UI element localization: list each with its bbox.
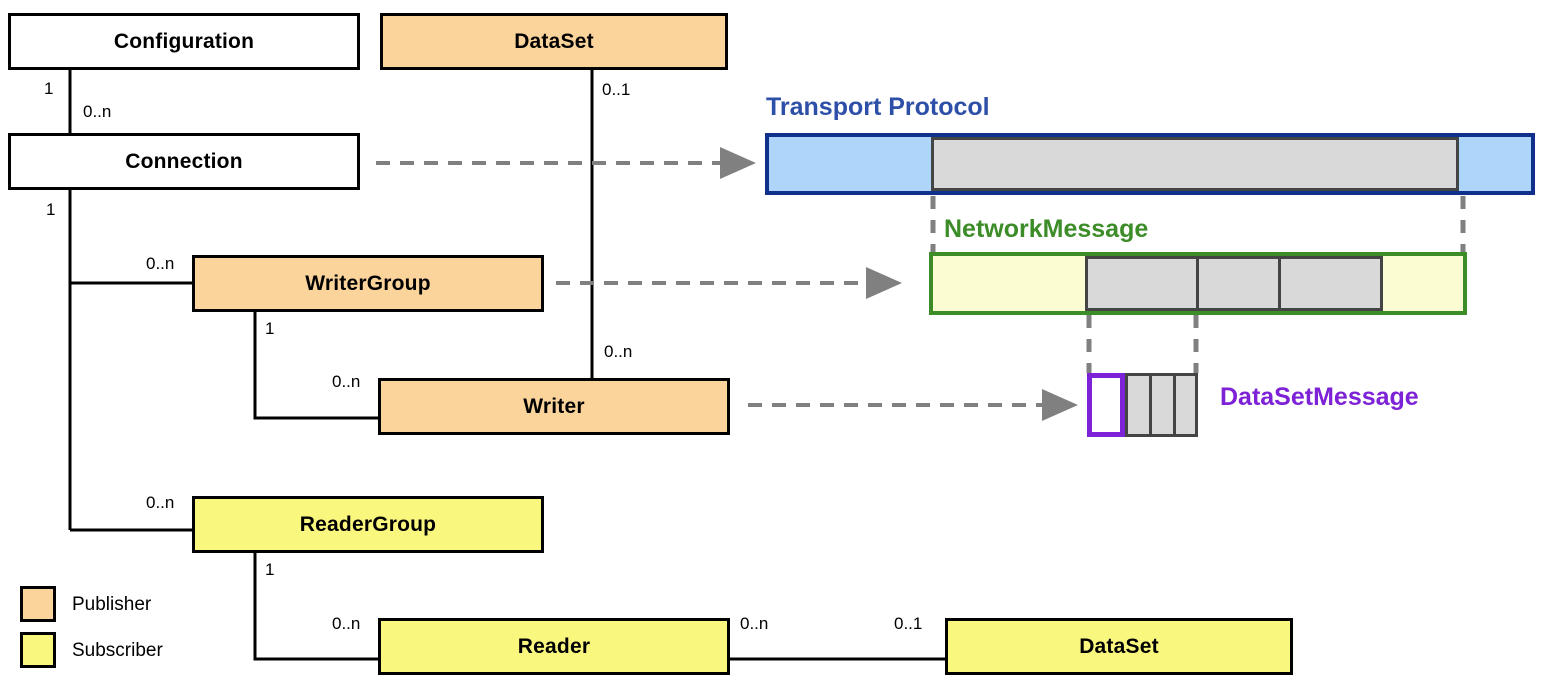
multiplicity-writergroup-writer: 0..n	[332, 372, 361, 391]
transport-protocol-title: Transport Protocol	[766, 93, 990, 121]
multiplicity-configuration-end: 1	[44, 79, 54, 98]
class-label-writergroup: WriterGroup	[305, 271, 431, 295]
class-box-readergroup[interactable]: ReaderGroup	[192, 496, 544, 553]
network-message-title: NetworkMessage	[944, 215, 1149, 243]
class-label-configuration: Configuration	[113, 29, 255, 53]
dataset-message-title: DataSetMessage	[1220, 383, 1419, 411]
multiplicity-connection-source: 1	[46, 200, 56, 219]
networkmessage-datasetmessage-1	[1085, 256, 1196, 311]
transport-header-segment	[769, 137, 931, 191]
class-label-readergroup: ReaderGroup	[299, 512, 437, 536]
multiplicity-connection-end: 0..n	[83, 102, 112, 121]
multiplicity-writergroup-source: 1	[265, 319, 275, 338]
datasetmessage-header-segment	[1087, 373, 1125, 437]
class-box-connection[interactable]: Connection	[8, 133, 360, 190]
class-box-dataset-top[interactable]: DataSet	[380, 13, 728, 70]
multiplicity-dataset-end: 0..1	[602, 80, 631, 99]
class-box-writergroup[interactable]: WriterGroup	[192, 255, 544, 312]
class-label-writer: Writer	[523, 394, 585, 418]
legend-label-publisher: Publisher	[72, 594, 152, 615]
class-label-dataset-bottom: DataSet	[1079, 634, 1159, 658]
class-label-dataset-top: DataSet	[514, 29, 594, 53]
class-box-dataset-bottom[interactable]: DataSet	[945, 618, 1293, 675]
networkmessage-datasetmessage-3	[1278, 256, 1383, 311]
datasetmessage-field-3	[1173, 373, 1198, 437]
network-message-bar[interactable]	[929, 252, 1467, 315]
networkmessage-header-segment	[933, 256, 1085, 311]
multiplicity-readergroup-reader: 0..n	[332, 614, 361, 633]
transport-trailer-segment	[1459, 137, 1531, 191]
multiplicity-readergroup-source: 1	[265, 560, 275, 579]
class-box-configuration[interactable]: Configuration	[8, 13, 360, 70]
datasetmessage-field-1	[1125, 373, 1149, 437]
multiplicity-reader-dataset-source: 0..n	[740, 614, 769, 633]
class-box-writer[interactable]: Writer	[378, 378, 730, 435]
networkmessage-trailer-segment	[1383, 256, 1463, 311]
transport-protocol-bar[interactable]	[765, 133, 1535, 195]
multiplicity-reader-dataset-target: 0..1	[894, 614, 923, 633]
multiplicity-connection-readergroup: 0..n	[146, 493, 175, 512]
transport-payload-segment	[931, 137, 1459, 191]
legend-label-subscriber: Subscriber	[72, 640, 163, 661]
multiplicity-writer-dataset-end: 0..n	[604, 342, 633, 361]
legend-swatch-publisher	[20, 586, 56, 622]
datasetmessage-field-2	[1149, 373, 1173, 437]
multiplicity-connection-writergroup: 0..n	[146, 254, 175, 273]
class-label-reader: Reader	[517, 634, 591, 658]
class-label-connection: Connection	[125, 149, 243, 173]
legend-swatch-subscriber	[20, 632, 56, 668]
networkmessage-datasetmessage-2	[1196, 256, 1278, 311]
class-box-reader[interactable]: Reader	[378, 618, 730, 675]
dataset-message-bar[interactable]	[1087, 373, 1198, 437]
